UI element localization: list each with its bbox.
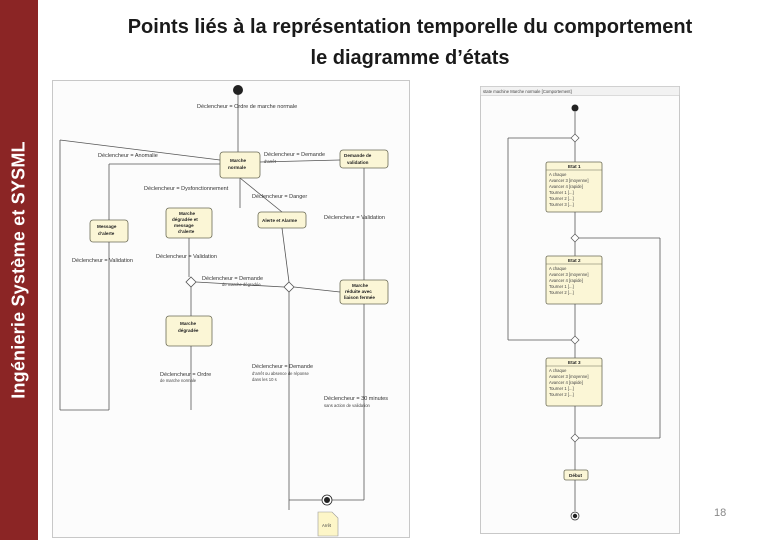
- svg-text:Marche: Marche: [352, 283, 369, 288]
- svg-text:Etat 1: Etat 1: [568, 164, 581, 169]
- svg-text:Tourner 1 [...]: Tourner 1 [...]: [549, 284, 574, 289]
- svg-text:Arrêt: Arrêt: [322, 523, 332, 528]
- svg-text:Tourner 1 [...]: Tourner 1 [...]: [549, 190, 574, 195]
- svg-text:Marche: Marche: [179, 211, 196, 216]
- svg-text:Alerte et Alarme: Alerte et Alarme: [262, 218, 298, 223]
- svg-text:sans action de validation: sans action de validation: [324, 403, 371, 408]
- sidebar-band: Ingénierie Système et SYSML: [0, 0, 38, 540]
- svg-text:d’alerte: d’alerte: [178, 229, 195, 234]
- svg-text:Demande de: Demande de: [344, 153, 372, 158]
- svg-text:dégradée et: dégradée et: [172, 217, 198, 222]
- svg-text:Déclencheur = Ordre de marche: Déclencheur = Ordre de marche normale: [197, 104, 297, 110]
- svg-text:Déclencheur = Validation: Déclencheur = Validation: [324, 215, 385, 221]
- svg-text:d’arrêt ou absence de réponse: d’arrêt ou absence de réponse: [252, 371, 309, 376]
- svg-text:de marche normale: de marche normale: [160, 378, 197, 383]
- svg-text:validation: validation: [347, 160, 369, 165]
- svg-text:state machine Marche normale: state machine Marche normale [Comporteme…: [483, 89, 572, 94]
- svg-text:Tourner 1 [...]: Tourner 1 [...]: [549, 386, 574, 391]
- svg-text:réduite avec: réduite avec: [345, 289, 372, 294]
- svg-text:Déclencheur = Validation: Déclencheur = Validation: [72, 258, 133, 264]
- svg-text:message: message: [174, 223, 194, 228]
- svg-text:liaison fermée: liaison fermée: [344, 295, 375, 300]
- svg-text:Tourner 3 [...]: Tourner 3 [...]: [549, 202, 574, 207]
- svg-text:dégradée: dégradée: [178, 328, 199, 333]
- svg-text:Avancer 4 [rapide]: Avancer 4 [rapide]: [549, 184, 583, 189]
- svg-text:Message: Message: [97, 224, 117, 229]
- svg-text:d’alerte: d’alerte: [98, 231, 115, 236]
- slide-title-line-1: Points liés à la représentation temporel…: [127, 16, 693, 38]
- svg-text:dans les 10 s: dans les 10 s: [252, 377, 277, 382]
- svg-text:Déclencheur = Demande: Déclencheur = Demande: [252, 364, 313, 370]
- svg-text:A chaque: A chaque: [549, 172, 567, 177]
- sidebar-title: Ingénierie Système et SYSML: [8, 141, 29, 399]
- svg-text:Tourner 2 [...]: Tourner 2 [...]: [549, 196, 574, 201]
- svg-text:Déclencheur = Demande: Déclencheur = Demande: [264, 152, 325, 158]
- svg-text:A chaque: A chaque: [549, 368, 567, 373]
- svg-text:d’arrêt: d’arrêt: [264, 159, 277, 164]
- svg-text:Marche: Marche: [230, 158, 247, 163]
- svg-text:Déclencheur = Ordre: Déclencheur = Ordre: [160, 372, 211, 378]
- svg-text:Avancer 3 [moyenne]: Avancer 3 [moyenne]: [549, 374, 589, 379]
- svg-text:Début: Début: [569, 473, 582, 478]
- svg-text:Avancer 4 [rapide]: Avancer 4 [rapide]: [549, 380, 583, 385]
- svg-text:Déclencheur = Dysfonctionnemen: Déclencheur = Dysfonctionnement: [144, 186, 229, 192]
- svg-text:A chaque: A chaque: [549, 266, 567, 271]
- svg-text:de marche dégradée: de marche dégradée: [222, 282, 261, 287]
- page-number: 18: [714, 507, 727, 519]
- svg-text:Marche: Marche: [180, 321, 197, 326]
- svg-text:Déclencheur = 30 minutes: Déclencheur = 30 minutes: [324, 396, 388, 402]
- svg-text:Avancer 4 [rapide]: Avancer 4 [rapide]: [549, 278, 583, 283]
- right-state-diagram: state machine Marche normale [Comporteme…: [480, 86, 680, 534]
- svg-text:Tourner 2 [...]: Tourner 2 [...]: [549, 290, 574, 295]
- svg-text:Déclencheur = Anomalie: Déclencheur = Anomalie: [98, 153, 158, 159]
- svg-text:Tourner 2 [...]: Tourner 2 [...]: [549, 392, 574, 397]
- left-state-diagram: Déclencheur = Ordre de marche normale Ma…: [52, 80, 410, 538]
- svg-text:Etat 2: Etat 2: [568, 258, 581, 263]
- svg-text:Déclencheur = Demande: Déclencheur = Demande: [202, 276, 263, 282]
- svg-text:Avancer 3 [moyenne]: Avancer 3 [moyenne]: [549, 272, 589, 277]
- svg-text:Avancer 3 [moyenne]: Avancer 3 [moyenne]: [549, 178, 589, 183]
- slide-title-line-2: le diagramme d’états: [310, 47, 510, 69]
- svg-text:Déclencheur = Danger: Déclencheur = Danger: [252, 194, 307, 200]
- svg-text:Déclencheur = Validation: Déclencheur = Validation: [156, 254, 217, 260]
- svg-text:Etat 3: Etat 3: [568, 360, 581, 365]
- svg-text:normale: normale: [228, 165, 246, 170]
- slide-title: Points liés à la représentation temporel…: [40, 12, 780, 74]
